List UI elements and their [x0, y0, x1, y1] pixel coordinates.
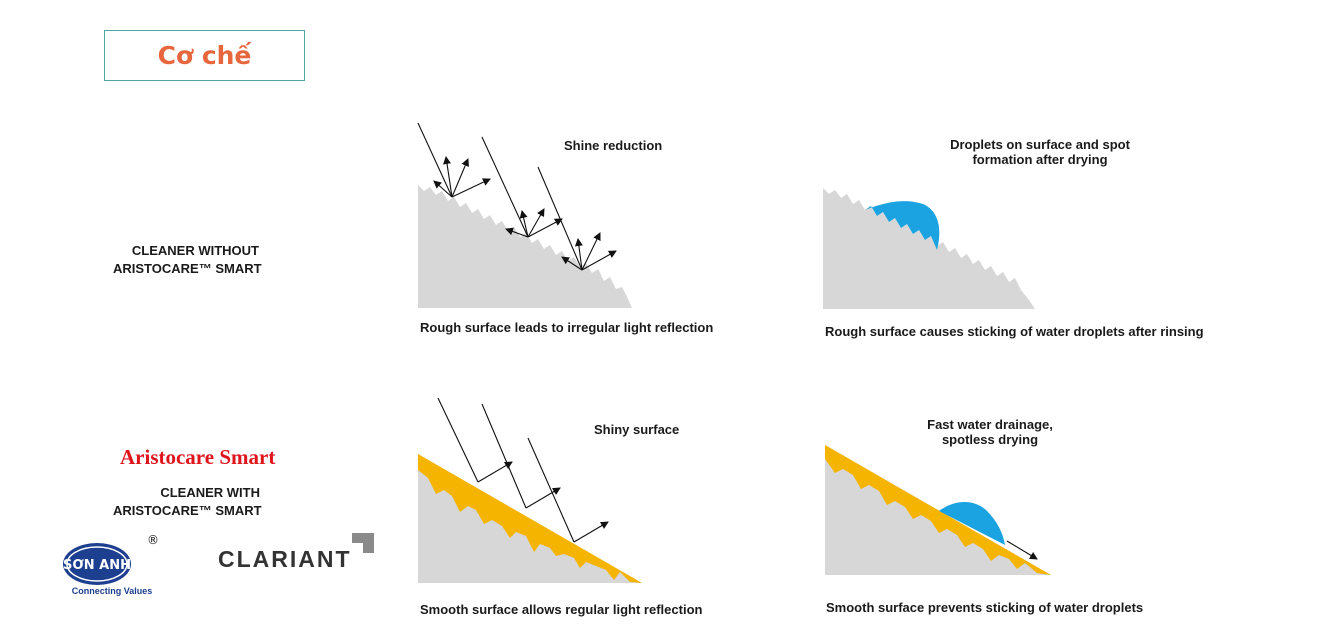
- rough-light-diagram: [417, 122, 632, 308]
- rough-light-caption: Rough surface leads to irregular light r…: [420, 320, 714, 335]
- smooth-water-heading-line2: spotless drying: [941, 432, 1039, 447]
- rough-surface: [823, 188, 1035, 309]
- smooth-coating: [825, 445, 1051, 575]
- smooth-water-heading-line1: Fast water drainage,: [927, 417, 1053, 432]
- row-label-without-line2: ARISTOCARE™ SMART: [113, 261, 262, 276]
- water-droplet: [939, 502, 1005, 545]
- sonanh-tagline: Connecting Values: [72, 586, 153, 596]
- rough-surface: [418, 185, 632, 308]
- sonanh-logo: SƠN ANH ® Connecting Values: [63, 533, 159, 596]
- row-label-with-line2: ARISTOCARE™ SMART: [113, 503, 262, 518]
- smooth-coating: [418, 454, 642, 583]
- smooth-water-heading: Fast water drainage, spotless drying: [890, 417, 1090, 447]
- row-label-without: CLEANER WITHOUT ARISTOCARE™ SMART: [113, 242, 262, 278]
- water-droplet: [865, 201, 940, 250]
- smooth-water-diagram: [825, 445, 1051, 575]
- smooth-light-diagram: [418, 397, 642, 583]
- row-label-with-line1: CLEANER WITH: [160, 485, 260, 500]
- rough-water-heading-line1: Droplets on surface and spot: [950, 137, 1130, 152]
- brand-name: Aristocare Smart: [120, 445, 276, 469]
- registered-mark: ®: [147, 533, 159, 547]
- smooth-light-heading: Shiny surface: [594, 422, 680, 437]
- clariant-logo: CLARIANT: [218, 546, 352, 572]
- page-title: Cơ chế: [104, 30, 305, 81]
- sonanh-logo-name: SƠN ANH: [63, 558, 131, 573]
- smooth-water-caption: Smooth surface prevents sticking of wate…: [826, 600, 1144, 615]
- row-label-without-line1: CLEANER WITHOUT: [131, 243, 259, 258]
- rough-water-heading: Droplets on surface and spot formation a…: [930, 137, 1150, 167]
- rough-water-heading-line2: formation after drying: [972, 152, 1108, 167]
- row-label-with: CLEANER WITH ARISTOCARE™ SMART: [113, 484, 262, 520]
- clariant-mark-icon: [352, 533, 374, 553]
- rough-water-diagram: [823, 188, 1035, 309]
- rough-water-caption: Rough surface causes sticking of water d…: [825, 324, 1204, 339]
- smooth-light-caption: Smooth surface allows regular light refl…: [420, 602, 703, 617]
- rough-light-heading: Shine reduction: [564, 138, 663, 153]
